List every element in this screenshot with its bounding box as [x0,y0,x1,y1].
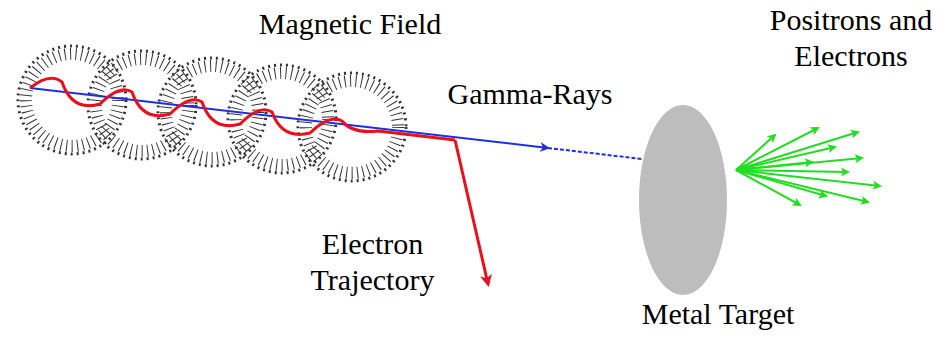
gamma-ray-beam [548,148,642,159]
target-ellipse [588,100,848,297]
annotation-label: Magnetic Field [195,6,505,42]
target-label: Metal Target [588,296,848,332]
annotation-label: Gamma-Rays [400,76,660,112]
target-shape [639,105,727,295]
electron-trajectory [30,78,455,140]
metal-target: Metal Target [588,100,848,332]
electron-trajectory-arrow [455,140,488,284]
pair-spray [736,128,880,205]
annotation-label: Electron Trajectory [270,226,475,298]
magnetic-field-coils [18,46,406,181]
annotation-label: Positrons and Electrons [760,2,942,74]
field-arrows [236,73,328,165]
